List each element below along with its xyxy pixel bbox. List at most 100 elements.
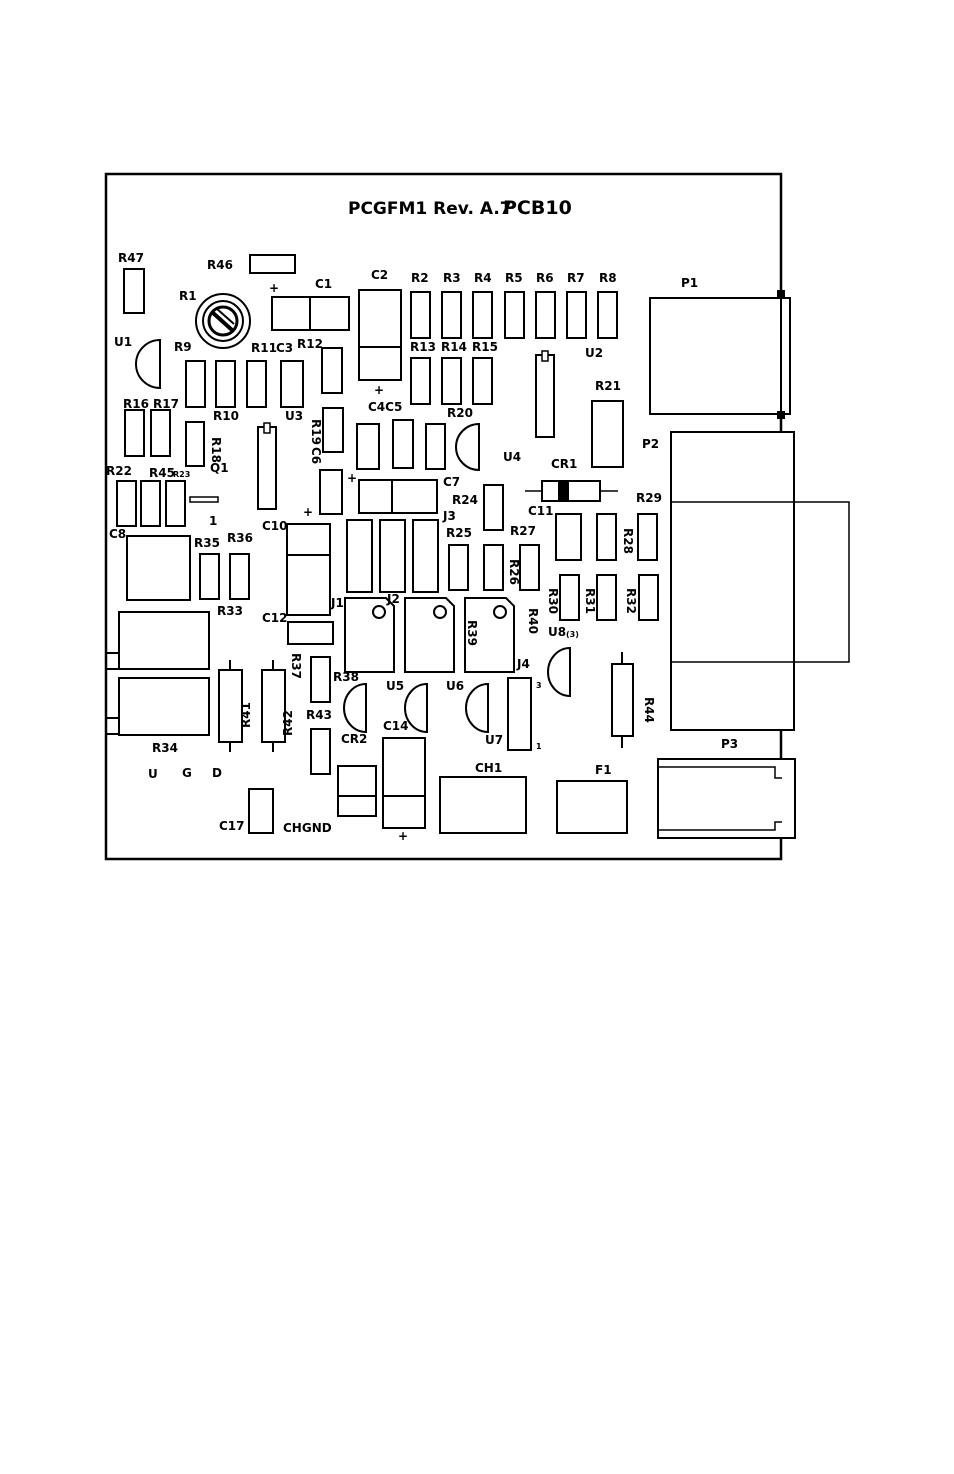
part-c6: [319, 469, 343, 515]
part-q1-marker: [189, 496, 219, 503]
label-r3: R3: [443, 271, 461, 285]
label-r27: R27: [510, 524, 536, 538]
label-r39: R39: [465, 620, 479, 646]
part-c5b: [425, 423, 446, 470]
label-r18: R18: [209, 437, 223, 463]
part-u8: [547, 646, 571, 698]
label-r43: R43: [306, 708, 332, 722]
part-u2: [535, 350, 555, 438]
label-r4: R4: [474, 271, 492, 285]
label-r31: R31: [583, 588, 597, 614]
part-j1: [344, 597, 395, 673]
part-r10: [215, 360, 236, 408]
label-j1: J1: [330, 596, 344, 610]
label-j4: J4: [516, 657, 530, 671]
part-r43: [310, 728, 331, 775]
label-u7: U7: [485, 733, 503, 747]
part-r7: [566, 291, 587, 339]
part-r40-reg: [464, 597, 515, 673]
label-r13: R13: [410, 340, 436, 354]
label-f1: F1: [595, 763, 612, 777]
part-block-lower: [118, 677, 210, 736]
part-r18: [185, 421, 205, 467]
label-u8-pin: (3): [566, 630, 579, 639]
part-r17: [150, 409, 171, 457]
part-r1-potentiometer: [195, 293, 251, 349]
part-r13: [410, 357, 431, 405]
part-r12: [321, 347, 343, 394]
label-u6: U6: [446, 679, 464, 693]
part-r11: [246, 360, 267, 408]
label-r42: R42: [281, 710, 295, 736]
label-u3: U3: [285, 409, 303, 423]
part-r3: [441, 291, 462, 339]
part-r27: [519, 544, 540, 591]
label-r22: R22: [106, 464, 132, 478]
label-r17: R17: [153, 397, 179, 411]
label-r36: R36: [227, 531, 253, 545]
part-c17: [248, 788, 274, 834]
label-u8: U8: [548, 625, 566, 639]
part-c11: [555, 513, 582, 561]
part-r6: [535, 291, 556, 339]
part-f1: [556, 780, 628, 834]
part-r22: [116, 480, 137, 527]
label-r38: R38: [333, 670, 359, 684]
label-c6: C6: [309, 447, 323, 464]
part-r14: [441, 357, 462, 405]
label-q1-pin1: 1: [209, 514, 217, 528]
label-r37: R37: [289, 653, 303, 679]
label-j2: J2: [386, 592, 400, 606]
part-r21: [591, 400, 624, 468]
part-r44: [611, 652, 634, 748]
part-r24: [483, 484, 504, 531]
label-c17: C17: [219, 819, 245, 833]
label-u1: U1: [114, 335, 132, 349]
part-ch1: [439, 776, 527, 834]
label-r45: R45: [149, 466, 175, 480]
label-c8: C8: [109, 527, 126, 541]
label-r40: R40: [526, 608, 540, 634]
plus-c10: +: [303, 505, 313, 519]
label-c3: C3: [276, 341, 293, 355]
label-r8: R8: [599, 271, 617, 285]
label-r33: R33: [217, 604, 243, 618]
label-c14: C14: [383, 719, 409, 733]
part-p3: [657, 758, 796, 839]
label-q1: Q1: [210, 461, 229, 475]
part-r19: [322, 407, 344, 453]
part-r2: [410, 291, 431, 339]
part-u3: [257, 422, 277, 510]
label-r23: R23: [173, 470, 190, 479]
part-c14: [382, 737, 426, 829]
part-cap-b: [379, 519, 406, 593]
label-j3: J3: [442, 509, 456, 523]
part-u1: [135, 338, 161, 390]
label-d: D: [212, 766, 222, 780]
label-c2: C2: [371, 268, 388, 282]
part-p1: [649, 297, 791, 415]
part-r30: [559, 574, 580, 621]
label-r12: R12: [297, 337, 323, 351]
label-r20: R20: [447, 406, 473, 420]
part-r45: [140, 480, 161, 527]
part-cap-c: [412, 519, 439, 593]
label-r19: R19: [309, 419, 323, 445]
part-r46: [249, 254, 296, 274]
label-r24: R24: [452, 493, 478, 507]
part-cap-a: [346, 519, 373, 593]
label-p3: P3: [721, 737, 738, 751]
part-r32: [638, 574, 659, 621]
part-r31: [596, 574, 617, 621]
board-pcb-number: PCB10: [503, 197, 572, 219]
label-cr1: CR1: [551, 457, 577, 471]
label-r1: R1: [179, 289, 197, 303]
part-u5: [404, 682, 428, 734]
label-c12: C12: [262, 611, 288, 625]
label-chgnd: CHGND: [283, 821, 332, 835]
part-p2: [670, 431, 850, 731]
label-r41: R41: [239, 702, 253, 728]
label-r44: R44: [642, 697, 656, 723]
part-cr2-transistor: [343, 682, 367, 734]
